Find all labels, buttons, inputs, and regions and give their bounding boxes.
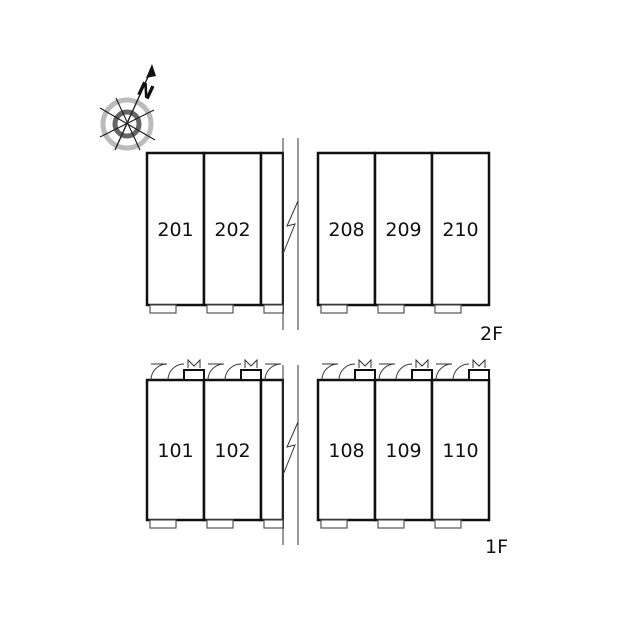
- door-swing: [321, 363, 339, 381]
- unit-number: 202: [214, 219, 250, 241]
- unit-outline: [145, 151, 206, 307]
- compass-icon: N: [99, 64, 157, 151]
- meter-box-icon: [187, 358, 201, 368]
- entry-recess: [468, 369, 490, 381]
- balcony: [149, 304, 177, 314]
- meter-box-icon: [472, 358, 486, 368]
- floor-1f: 101 102 108 109 110: [145, 358, 491, 546]
- meter-box-icon: [358, 358, 372, 368]
- unit-outline: [430, 378, 491, 522]
- door-swing: [435, 363, 453, 381]
- balcony: [377, 304, 405, 314]
- break-mark: [282, 421, 299, 476]
- unit-outline: [145, 378, 206, 522]
- door-swing: [150, 363, 168, 381]
- door-swing: [338, 363, 356, 381]
- door-swing: [224, 363, 242, 381]
- unit-number: 101: [157, 440, 193, 462]
- balcony: [320, 304, 348, 314]
- unit-number: 110: [442, 440, 478, 462]
- entry-recess: [240, 369, 262, 381]
- unit-number: 102: [214, 440, 250, 462]
- door-swing: [167, 363, 185, 381]
- break-mark: [282, 200, 299, 255]
- balcony: [434, 519, 462, 529]
- balcony: [263, 304, 285, 314]
- unit-number: 201: [157, 219, 193, 241]
- meter-box-icon: [244, 358, 258, 368]
- unit-outline: [202, 151, 263, 307]
- entry-recess: [411, 369, 433, 381]
- floor-label-2f: 2F: [480, 323, 503, 345]
- balcony: [206, 519, 234, 529]
- door-swing: [264, 363, 282, 381]
- entry-recess: [183, 369, 205, 381]
- unit-number: 209: [385, 219, 421, 241]
- entry-recess: [354, 369, 376, 381]
- unit-number: 108: [328, 440, 364, 462]
- balcony: [320, 519, 348, 529]
- floor-label-1f: 1F: [485, 536, 508, 558]
- unit-outline: [259, 151, 285, 307]
- floor-2f: 201 202 208 209 210: [145, 138, 491, 331]
- unit-outline: [259, 378, 285, 522]
- balcony: [149, 519, 177, 529]
- unit-outline: [316, 378, 377, 522]
- door-swing: [378, 363, 396, 381]
- balcony: [377, 519, 405, 529]
- unit-outline: [202, 378, 263, 522]
- door-swing: [452, 363, 470, 381]
- meter-box-icon: [415, 358, 429, 368]
- door-swing: [207, 363, 225, 381]
- balcony: [434, 304, 462, 314]
- unit-number: 210: [442, 219, 478, 241]
- unit-number: 208: [328, 219, 364, 241]
- balcony: [206, 304, 234, 314]
- door-swing: [395, 363, 413, 381]
- unit-number: 109: [385, 440, 421, 462]
- balcony: [263, 519, 285, 529]
